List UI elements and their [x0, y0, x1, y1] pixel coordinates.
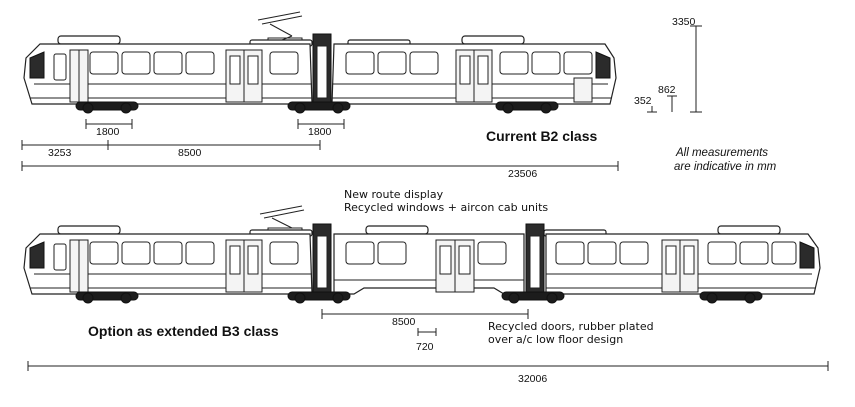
b2-cab-window-right [595, 51, 611, 79]
b3-annotation-recycled-windows: Recycled windows + aircon cab units [344, 201, 548, 214]
b2-roof-unit-left [57, 35, 121, 45]
b2-bogies [75, 101, 559, 114]
b2-floor-height-dim: 862 [658, 84, 676, 96]
b2-bogie-spacing-dim: 8500 [178, 147, 202, 159]
b3-roof-unit-1 [57, 225, 121, 235]
b3-tram-drawing [23, 205, 821, 304]
b3-middle-section-dim: 8500 [392, 316, 416, 328]
b2-roof-unit-right [461, 35, 525, 45]
b2-bogie-right-dim: 1800 [308, 126, 332, 138]
b3-low-floor-dim: 720 [416, 341, 434, 353]
b2-bogie-left-dim: 1800 [96, 126, 120, 138]
b3-annotation-recycled-doors: Recycled doors, rubber plated [488, 320, 654, 333]
measurement-note-line1: All measurements [675, 147, 768, 159]
b2-class-title: Current B2 class [486, 128, 597, 144]
b3-dimensions: 8500 720 32006 [27, 309, 829, 385]
b2-height-dim: 3350 [672, 16, 696, 28]
b3-windows-left [53, 241, 299, 271]
b3-cab-window-right [799, 241, 815, 269]
b3-cab-window-left [29, 241, 45, 269]
b2-step-height-dim: 352 [634, 95, 652, 107]
b2-pantograph [257, 11, 303, 43]
b2-dimensions: 1800 1800 3253 8500 23506 3350 862 352 [21, 16, 702, 180]
b3-roof-unit-3 [365, 225, 429, 235]
b3-class-title: Option as extended B3 class [88, 323, 279, 339]
b3-total-length-dim: 32006 [518, 373, 547, 385]
b3-pantograph [259, 205, 305, 233]
b2-tram-drawing [23, 11, 617, 114]
b3-annotation-route-display: New route display [344, 188, 444, 201]
b3-annotation-low-floor: over a/c low floor design [488, 333, 623, 346]
measurement-note-line2: are indicative in mm [674, 161, 777, 173]
b2-windows-left [53, 51, 299, 81]
b2-doors [69, 49, 593, 103]
b2-front-overhang-dim: 3253 [48, 147, 72, 159]
b2-windows-right [345, 51, 593, 75]
b2-total-length-dim: 23506 [508, 168, 537, 180]
b3-roof-unit-5 [717, 225, 781, 235]
b3-windows-right [555, 241, 797, 265]
b2-cab-window-left [29, 51, 45, 79]
b3-windows-middle [345, 241, 507, 265]
b3-doors [69, 239, 699, 293]
b3-bogies [75, 291, 763, 304]
